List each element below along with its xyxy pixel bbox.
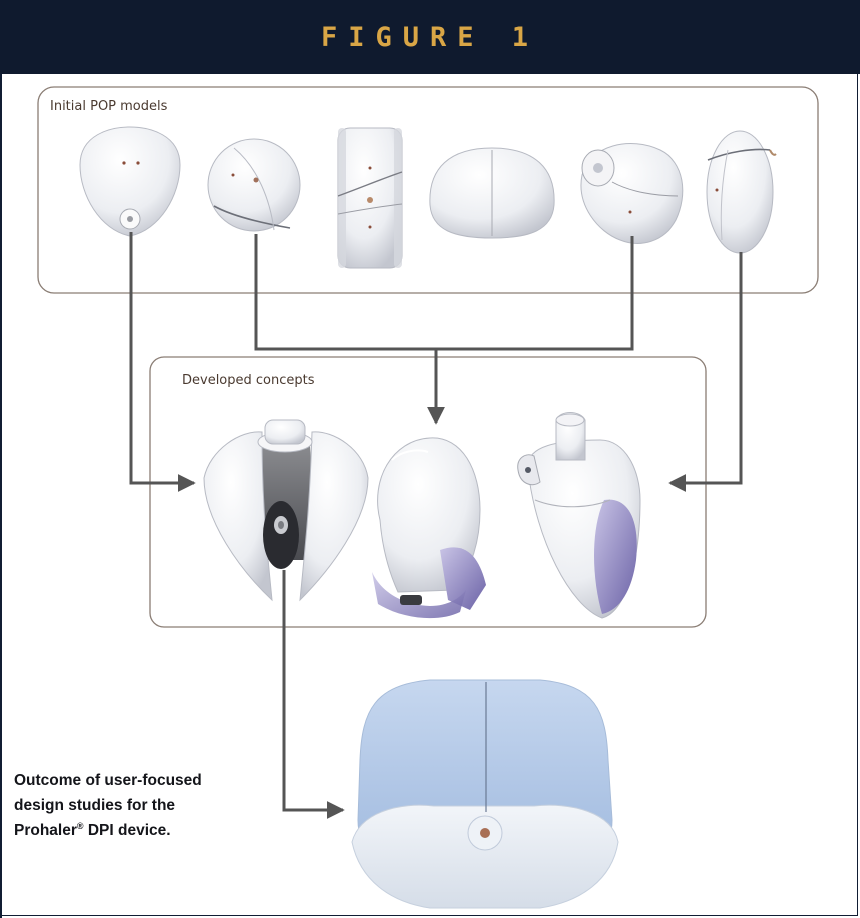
pop-model-6 bbox=[707, 131, 776, 253]
initial-models-label: Initial POP models bbox=[50, 99, 168, 114]
registered-mark: ® bbox=[77, 821, 84, 831]
pop-model-1 bbox=[80, 127, 180, 236]
caption-line-2: design studies for the bbox=[14, 797, 175, 814]
caption-line-3-suffix: DPI device. bbox=[84, 822, 171, 839]
arrow-concept1-to-final bbox=[284, 570, 343, 810]
final-prohaler-device bbox=[352, 680, 618, 908]
figure-caption: Outcome of user-focused design studies f… bbox=[14, 768, 244, 843]
concept-3-device bbox=[518, 413, 640, 619]
concept-2-device bbox=[372, 438, 486, 618]
pop-model-3 bbox=[338, 128, 402, 268]
developed-concepts-label: Developed concepts bbox=[182, 373, 315, 388]
caption-line-1: Outcome of user-focused bbox=[14, 772, 202, 789]
connector-models-2-5 bbox=[256, 234, 632, 349]
pop-model-4 bbox=[430, 148, 554, 238]
pop-model-5 bbox=[581, 144, 683, 244]
pop-model-2 bbox=[208, 139, 300, 231]
caption-line-3-prefix: Prohaler bbox=[14, 822, 77, 839]
concept-1-device bbox=[204, 420, 368, 600]
